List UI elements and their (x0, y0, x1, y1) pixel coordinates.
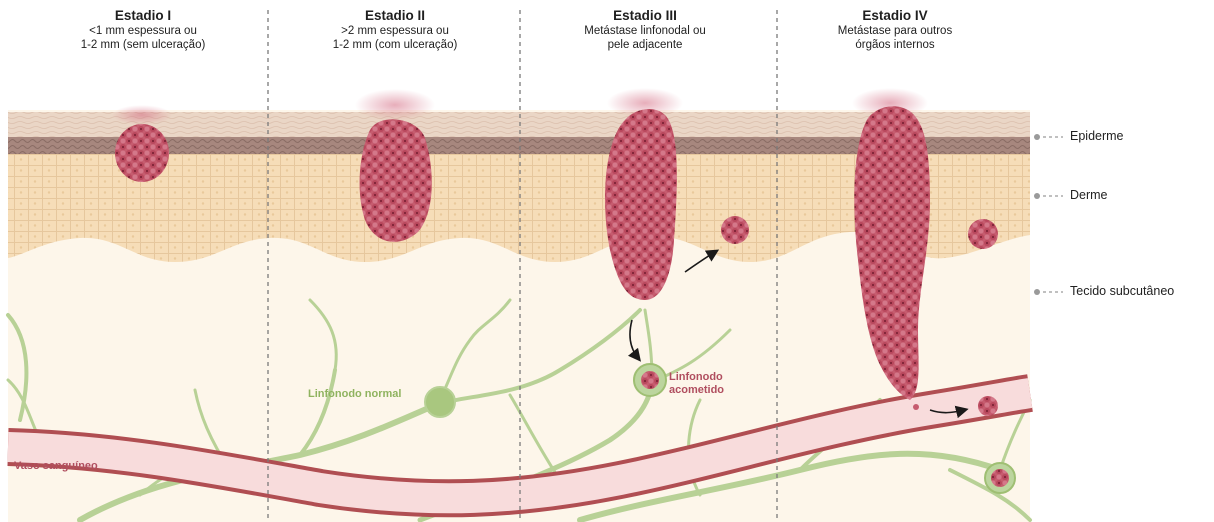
stage-2-desc-line2: 1-2 mm (com ulceração) (300, 38, 490, 52)
stage-2-desc-line1: >2 mm espessura ou (300, 24, 490, 38)
layer-indicators (1034, 134, 1063, 295)
stage-1-desc-line1: <1 mm espessura ou (48, 24, 238, 38)
normal-lymph-node-label: Linfonodo normal (308, 388, 401, 401)
stage-4-title: Estadio IV (800, 8, 990, 24)
affected-lymph-node-label-line2: acometido (669, 384, 724, 397)
affected-lymph-node-label-line1: Linfonodo (669, 371, 724, 384)
tumor-stage-1 (115, 124, 169, 182)
tumor-stage-2 (360, 119, 432, 242)
normal-lymph-node (425, 387, 455, 417)
blood-vessel-label: Vaso sanguíneo (14, 460, 98, 473)
stage-2-header: Estadio II >2 mm espessura ou 1-2 mm (co… (300, 6, 490, 52)
circulating-tumor-cells (978, 396, 998, 416)
dermis-label: Derme (1070, 188, 1108, 202)
subcutaneous-label: Tecido subcutâneo (1070, 284, 1174, 298)
stage-1-header: Estadio I <1 mm espessura ou 1-2 mm (sem… (48, 6, 238, 52)
stage-1-title: Estadio I (48, 8, 238, 24)
stage-3-desc-line1: Metástase linfonodal ou (550, 24, 740, 38)
epidermis-label: Epiderme (1070, 129, 1124, 143)
stage-2-title: Estadio II (300, 8, 490, 24)
stage-4-desc-line2: órgãos internos (800, 38, 990, 52)
stage-1-desc-line2: 1-2 mm (sem ulceração) (48, 38, 238, 52)
stage-3-header: Estadio III Metástase linfonodal ou pele… (550, 6, 740, 52)
stage-3-title: Estadio III (550, 8, 740, 24)
stage-4-header: Estadio IV Metástase para outros órgãos … (800, 6, 990, 52)
satellite-tumor-stage-3 (721, 216, 749, 244)
satellite-tumor-stage-4 (968, 219, 998, 249)
affected-lymph-node-2 (985, 463, 1015, 493)
affected-lymph-node-label: Linfonodo acometido (669, 371, 724, 397)
stage-4-desc-line1: Metástase para outros (800, 24, 990, 38)
stage-3-desc-line2: pele adjacente (550, 38, 740, 52)
affected-lymph-node (634, 364, 666, 396)
